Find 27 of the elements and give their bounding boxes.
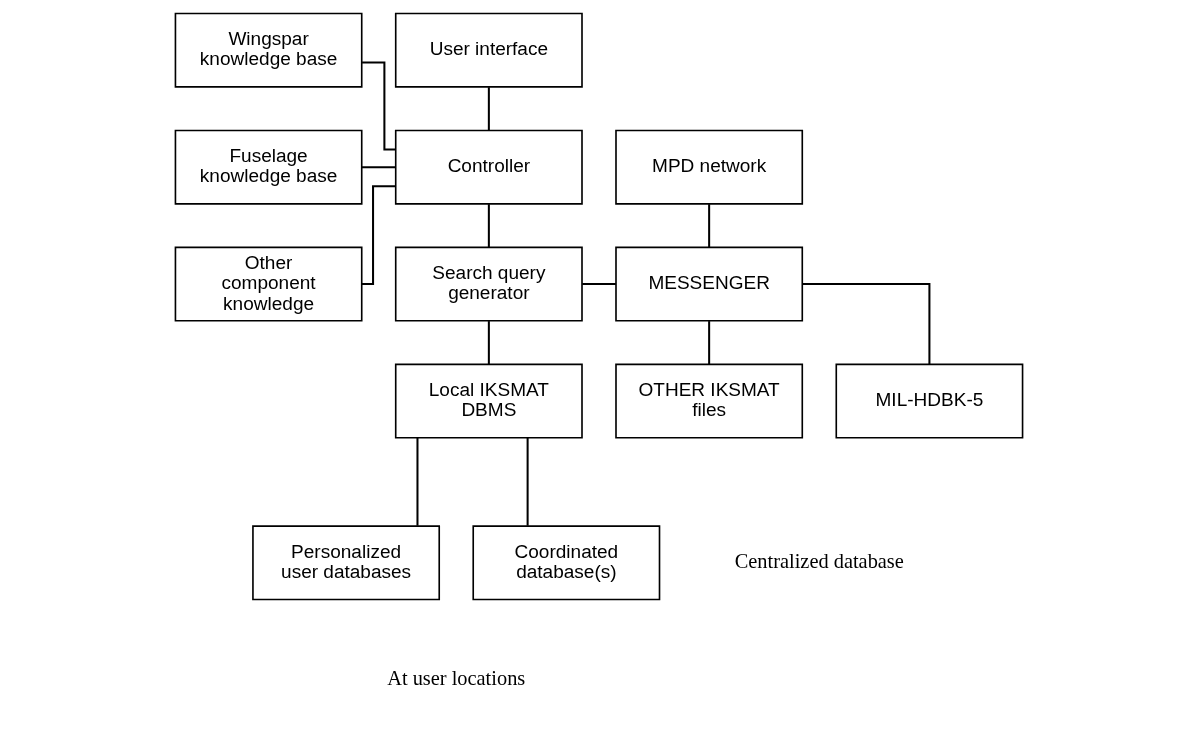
- node-box: Personalized user databases: [252, 525, 441, 601]
- connector: [362, 166, 396, 169]
- connector: [361, 185, 396, 286]
- connector: [487, 204, 490, 248]
- label: At user locations: [387, 666, 526, 689]
- connector: [708, 321, 711, 365]
- node-box: MIL-HDBK-5: [835, 363, 1024, 439]
- node-box: Other component knowledge: [174, 246, 363, 322]
- node-box: Wingspar knowledge base: [174, 12, 363, 88]
- node-box: Search query generator: [394, 246, 583, 322]
- connector: [416, 437, 419, 526]
- node-box: Local IKSMAT DBMS: [394, 363, 583, 439]
- connector: [708, 204, 711, 248]
- connector: [487, 321, 490, 365]
- node-box: Coordinated database(s): [472, 525, 661, 601]
- node-box: Controller: [394, 129, 583, 205]
- node-box: OTHER IKSMAT files: [615, 363, 804, 439]
- node-box: Fuselage knowledge base: [174, 129, 363, 205]
- label: Centralized database: [734, 549, 904, 572]
- node-box: MPD network: [615, 129, 804, 205]
- connector: [526, 437, 529, 526]
- connector: [802, 283, 931, 365]
- connector: [362, 61, 396, 151]
- node-box: User interface: [394, 12, 583, 88]
- connector: [487, 87, 490, 131]
- node-box: MESSENGER: [615, 246, 804, 322]
- connector: [582, 283, 616, 286]
